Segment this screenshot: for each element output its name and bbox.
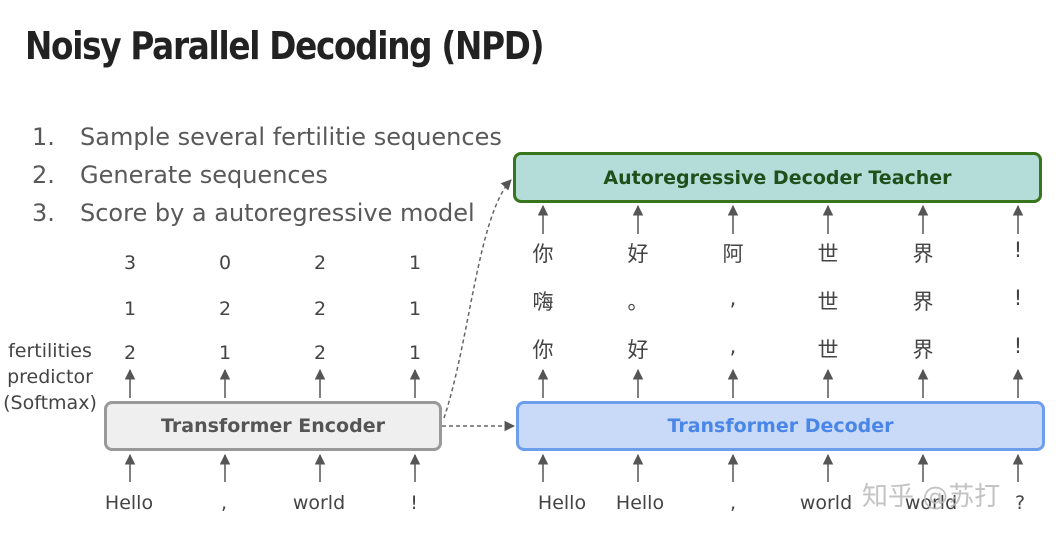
step-item: 1. Sample several fertilitie sequences <box>32 120 502 158</box>
fertility-value: 1 <box>408 298 422 320</box>
step-number: 3. <box>32 199 55 227</box>
fertility-value: 2 <box>218 298 232 320</box>
fertility-value: 2 <box>313 298 327 320</box>
output-token: , <box>729 286 737 310</box>
step-number: 1. <box>32 123 55 151</box>
step-text: Generate sequences <box>80 161 328 189</box>
output-token: 世 <box>817 242 839 266</box>
step-list: 1. Sample several fertilitie sequences 2.… <box>32 120 502 234</box>
watermark: 知乎 @苏打 <box>862 482 1001 512</box>
fertility-value: 3 <box>123 252 137 274</box>
step-item: 2. Generate sequences <box>32 158 502 196</box>
output-token: 你 <box>532 242 554 266</box>
autoregressive-teacher-label: Autoregressive Decoder Teacher <box>603 166 952 189</box>
fertility-predictor-line: predictor <box>7 366 93 388</box>
autoregressive-teacher-box: Autoregressive Decoder Teacher <box>513 152 1042 203</box>
arrow-group <box>124 204 1024 482</box>
output-token: ! <box>1013 334 1023 358</box>
encoder-input-token: Hello <box>104 492 154 514</box>
page-title: Noisy Parallel Decoding (NPD) <box>25 24 545 68</box>
encoder-input-token: world <box>292 492 346 514</box>
step-item: 3. Score by a autoregressive model <box>32 196 502 234</box>
output-token: 。 <box>627 290 649 314</box>
fertility-predictor-line: fertilities <box>8 340 92 362</box>
output-token: 嗨 <box>532 290 554 314</box>
encoder-input-token: ! <box>410 492 418 514</box>
transformer-encoder-label: Transformer Encoder <box>161 415 385 437</box>
output-token: 好 <box>627 338 649 362</box>
fertility-value: 1 <box>123 298 137 320</box>
output-token: 界 <box>912 242 934 266</box>
fertility-value: 2 <box>313 342 327 364</box>
transformer-encoder-box: Transformer Encoder <box>104 401 442 451</box>
decoder-input-token: ? <box>1014 492 1026 514</box>
output-token: 世 <box>817 290 839 314</box>
step-number: 2. <box>32 161 55 189</box>
fertility-value: 1 <box>408 252 422 274</box>
decoder-input-token: , <box>729 492 737 514</box>
fertility-value: 1 <box>408 342 422 364</box>
decoder-input-token: Hello <box>537 492 587 514</box>
transformer-decoder-box: Transformer Decoder <box>516 401 1045 451</box>
output-token: 界 <box>912 290 934 314</box>
decoder-input-token: world <box>904 492 958 514</box>
step-text: Score by a autoregressive model <box>80 199 475 227</box>
output-token: 世 <box>817 338 839 362</box>
output-token: 你 <box>532 338 554 362</box>
fertility-value: 0 <box>218 252 232 274</box>
step-text: Sample several fertilitie sequences <box>80 123 502 151</box>
transformer-decoder-label: Transformer Decoder <box>667 415 894 437</box>
decoder-input-token: world <box>799 492 853 514</box>
fertility-value: 2 <box>313 252 327 274</box>
encoder-input-token: , <box>220 492 228 514</box>
output-token: 好 <box>627 242 649 266</box>
output-token: ! <box>1013 238 1023 262</box>
decoder-input-token: Hello <box>615 492 665 514</box>
output-token: 界 <box>912 338 934 362</box>
output-token: 阿 <box>722 242 744 266</box>
fertility-value: 1 <box>218 342 232 364</box>
fertility-predictor-label: fertilities predictor (Softmax) <box>2 338 98 416</box>
encoder-to-teacher-connector <box>443 179 512 419</box>
output-token: , <box>729 334 737 358</box>
fertility-value: 2 <box>123 342 137 364</box>
fertility-predictor-line: (Softmax) <box>3 392 97 414</box>
output-token: ! <box>1013 286 1023 310</box>
